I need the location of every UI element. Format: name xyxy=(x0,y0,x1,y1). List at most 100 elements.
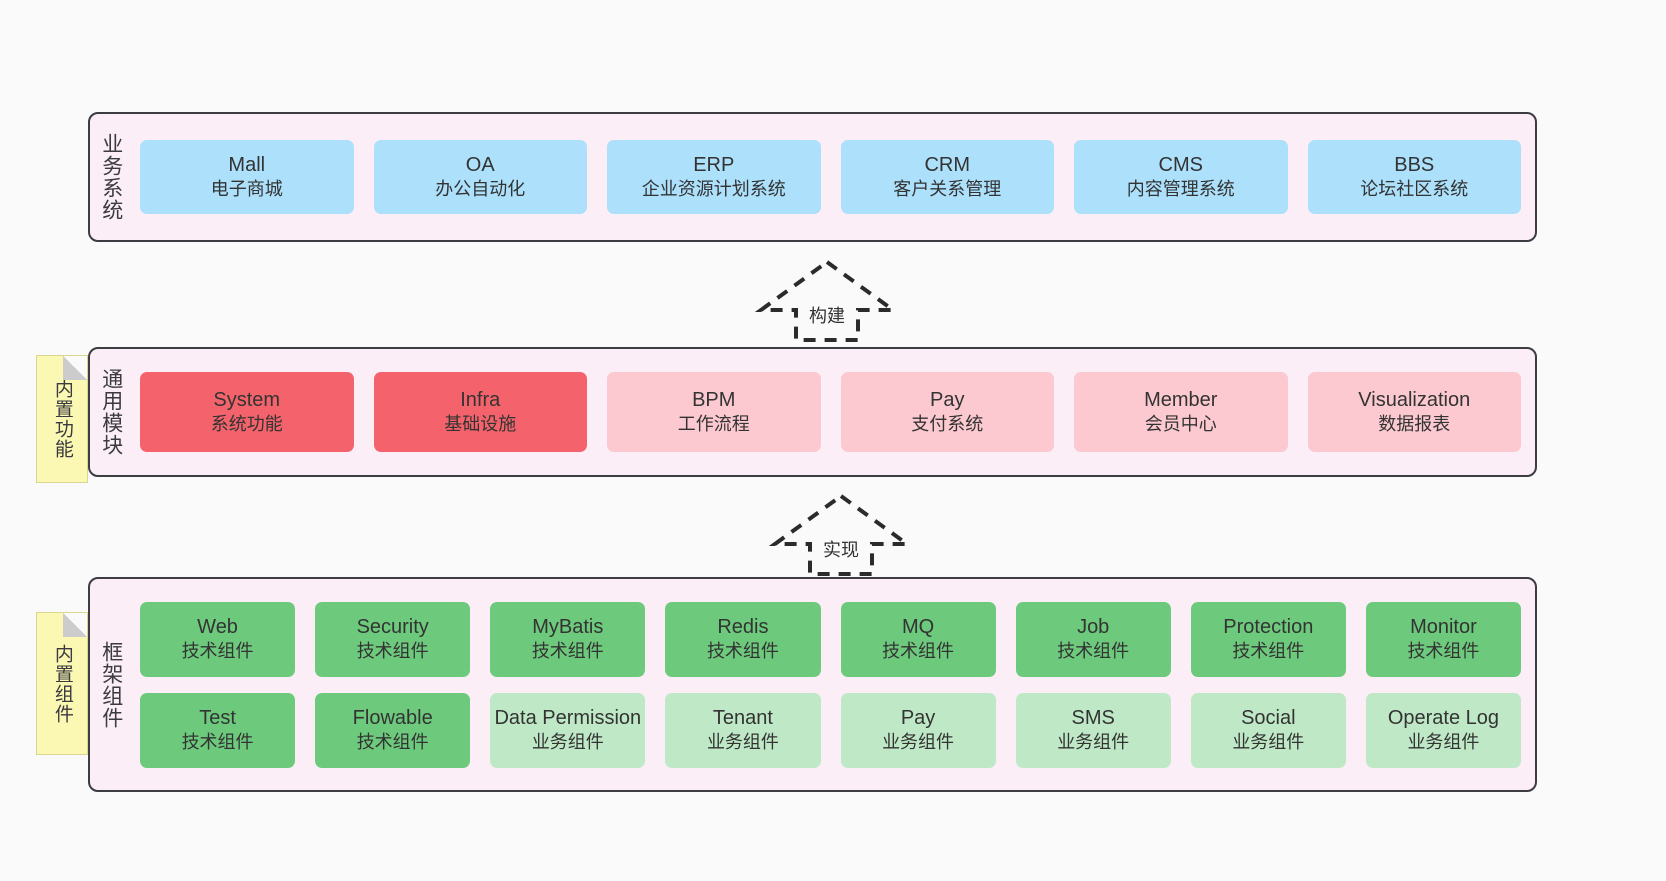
box-mybatis-en: MyBatis xyxy=(532,616,604,639)
box-visualization-cn: 数据报表 xyxy=(1378,414,1451,435)
box-bpm-en: BPM xyxy=(692,389,736,412)
box-mall[interactable]: Mall 电子商城 xyxy=(140,140,354,214)
box-test-en: Test xyxy=(199,707,236,730)
box-pay-module-cn: 支付系统 xyxy=(911,414,984,435)
row-business-systems: Mall 电子商城 OA 办公自动化 ERP 企业资源计划系统 CRM 客户关系… xyxy=(140,140,1521,214)
box-data-permission-cn: 业务组件 xyxy=(531,732,604,753)
box-pay-component-en: Pay xyxy=(900,707,936,730)
box-security-en: Security xyxy=(356,616,429,639)
box-mall-en: Mall xyxy=(228,154,266,177)
arrow-implement: 实现 xyxy=(768,492,914,578)
box-monitor-cn: 技术组件 xyxy=(1407,641,1480,662)
box-tenant-en: Tenant xyxy=(712,707,773,730)
box-data-permission-en: Data Permission xyxy=(494,707,642,730)
box-infra-en: Infra xyxy=(460,389,501,412)
box-test[interactable]: Test 技术组件 xyxy=(140,692,296,768)
note-builtin-function: 内置功能 xyxy=(36,355,88,483)
box-social-cn: 业务组件 xyxy=(1232,732,1305,753)
box-web-cn: 技术组件 xyxy=(181,641,254,662)
box-pay-component-cn: 业务组件 xyxy=(882,732,955,753)
layer-business-system: 业务系统 Mall 电子商城 OA 办公自动化 ERP 企业资源计划系统 CRM… xyxy=(88,112,1537,242)
box-security[interactable]: Security 技术组件 xyxy=(315,601,471,677)
box-infra[interactable]: Infra 基础设施 xyxy=(373,372,587,452)
box-cms-en: CMS xyxy=(1158,154,1203,177)
box-bpm[interactable]: BPM 工作流程 xyxy=(607,372,821,452)
row-tech-components: Web 技术组件 Security 技术组件 MyBatis 技术组件 Redi… xyxy=(140,601,1521,677)
box-mq-en: MQ xyxy=(901,616,935,639)
box-erp[interactable]: ERP 企业资源计划系统 xyxy=(607,140,821,214)
box-crm[interactable]: CRM 客户关系管理 xyxy=(840,140,1054,214)
box-oa-cn: 办公自动化 xyxy=(435,179,526,200)
box-monitor-en: Monitor xyxy=(1410,616,1477,639)
box-system-en: System xyxy=(213,389,281,412)
box-system[interactable]: System 系统功能 xyxy=(140,372,354,452)
box-mall-cn: 电子商城 xyxy=(210,179,283,200)
box-security-cn: 技术组件 xyxy=(356,641,429,662)
box-bbs-cn: 论坛社区系统 xyxy=(1360,179,1469,200)
box-crm-en: CRM xyxy=(924,154,971,177)
box-test-cn: 技术组件 xyxy=(181,732,254,753)
box-oa-en: OA xyxy=(465,154,495,177)
box-web-en: Web xyxy=(197,616,238,639)
box-sms[interactable]: SMS 业务组件 xyxy=(1015,692,1171,768)
row-business-components: Test 技术组件 Flowable 技术组件 Data Permission … xyxy=(140,692,1521,768)
box-bpm-cn: 工作流程 xyxy=(677,414,750,435)
box-member-en: Member xyxy=(1144,389,1218,412)
layer-common-module: 通用模块 System 系统功能 Infra 基础设施 BPM 工作流程 Pay… xyxy=(88,347,1537,477)
box-tenant-cn: 业务组件 xyxy=(706,732,779,753)
box-oa[interactable]: OA 办公自动化 xyxy=(373,140,587,214)
box-job-cn: 技术组件 xyxy=(1057,641,1130,662)
arrow-implement-label: 实现 xyxy=(823,540,859,560)
box-member[interactable]: Member 会员中心 xyxy=(1074,372,1288,452)
box-mybatis[interactable]: MyBatis 技术组件 xyxy=(490,601,646,677)
box-visualization-en: Visualization xyxy=(1358,389,1471,412)
box-cms-cn: 内容管理系统 xyxy=(1126,179,1235,200)
box-mq[interactable]: MQ 技术组件 xyxy=(840,601,996,677)
box-infra-cn: 基础设施 xyxy=(444,414,517,435)
box-protection[interactable]: Protection 技术组件 xyxy=(1190,601,1346,677)
box-visualization[interactable]: Visualization 数据报表 xyxy=(1307,372,1521,452)
box-member-cn: 会员中心 xyxy=(1144,414,1217,435)
box-flowable[interactable]: Flowable 技术组件 xyxy=(315,692,471,768)
layer-body-business-system: Mall 电子商城 OA 办公自动化 ERP 企业资源计划系统 CRM 客户关系… xyxy=(132,114,1535,240)
layer-framework-component: 框架组件 Web 技术组件 Security 技术组件 MyBatis 技术组件… xyxy=(88,577,1537,792)
arrow-build-label: 构建 xyxy=(809,306,845,326)
box-operate-log-en: Operate Log xyxy=(1387,707,1500,730)
box-social[interactable]: Social 业务组件 xyxy=(1190,692,1346,768)
box-redis-en: Redis xyxy=(717,616,769,639)
layer-title-business-system: 业务系统 xyxy=(99,133,123,221)
box-erp-en: ERP xyxy=(693,154,735,177)
box-pay-component[interactable]: Pay 业务组件 xyxy=(840,692,996,768)
box-protection-cn: 技术组件 xyxy=(1232,641,1305,662)
box-system-cn: 系统功能 xyxy=(210,414,283,435)
box-redis-cn: 技术组件 xyxy=(706,641,779,662)
layer-body-common-module: System 系统功能 Infra 基础设施 BPM 工作流程 Pay 支付系统… xyxy=(132,349,1535,475)
box-social-en: Social xyxy=(1241,707,1296,730)
box-bbs[interactable]: BBS 论坛社区系统 xyxy=(1307,140,1521,214)
box-web[interactable]: Web 技术组件 xyxy=(140,601,296,677)
box-job[interactable]: Job 技术组件 xyxy=(1015,601,1171,677)
box-flowable-en: Flowable xyxy=(352,707,433,730)
box-bbs-en: BBS xyxy=(1394,154,1435,177)
box-tenant[interactable]: Tenant 业务组件 xyxy=(665,692,821,768)
box-cms[interactable]: CMS 内容管理系统 xyxy=(1074,140,1288,214)
box-mybatis-cn: 技术组件 xyxy=(531,641,604,662)
box-operate-log[interactable]: Operate Log 业务组件 xyxy=(1365,692,1521,768)
box-redis[interactable]: Redis 技术组件 xyxy=(665,601,821,677)
layer-title-framework-component: 框架组件 xyxy=(99,640,123,729)
box-job-en: Job xyxy=(1077,616,1110,639)
box-crm-cn: 客户关系管理 xyxy=(893,179,1002,200)
layer-title-common-module: 通用模块 xyxy=(99,368,123,456)
layer-body-framework-component: Web 技术组件 Security 技术组件 MyBatis 技术组件 Redi… xyxy=(132,579,1535,790)
box-sms-cn: 业务组件 xyxy=(1057,732,1130,753)
box-data-permission[interactable]: Data Permission 业务组件 xyxy=(490,692,646,768)
box-monitor[interactable]: Monitor 技术组件 xyxy=(1365,601,1521,677)
arrow-build: 构建 xyxy=(754,258,900,344)
box-protection-en: Protection xyxy=(1223,616,1314,639)
box-pay-module[interactable]: Pay 支付系统 xyxy=(840,372,1054,452)
row-common-modules: System 系统功能 Infra 基础设施 BPM 工作流程 Pay 支付系统… xyxy=(140,372,1521,452)
box-sms-en: SMS xyxy=(1071,707,1115,730)
box-flowable-cn: 技术组件 xyxy=(356,732,429,753)
box-operate-log-cn: 业务组件 xyxy=(1407,732,1480,753)
